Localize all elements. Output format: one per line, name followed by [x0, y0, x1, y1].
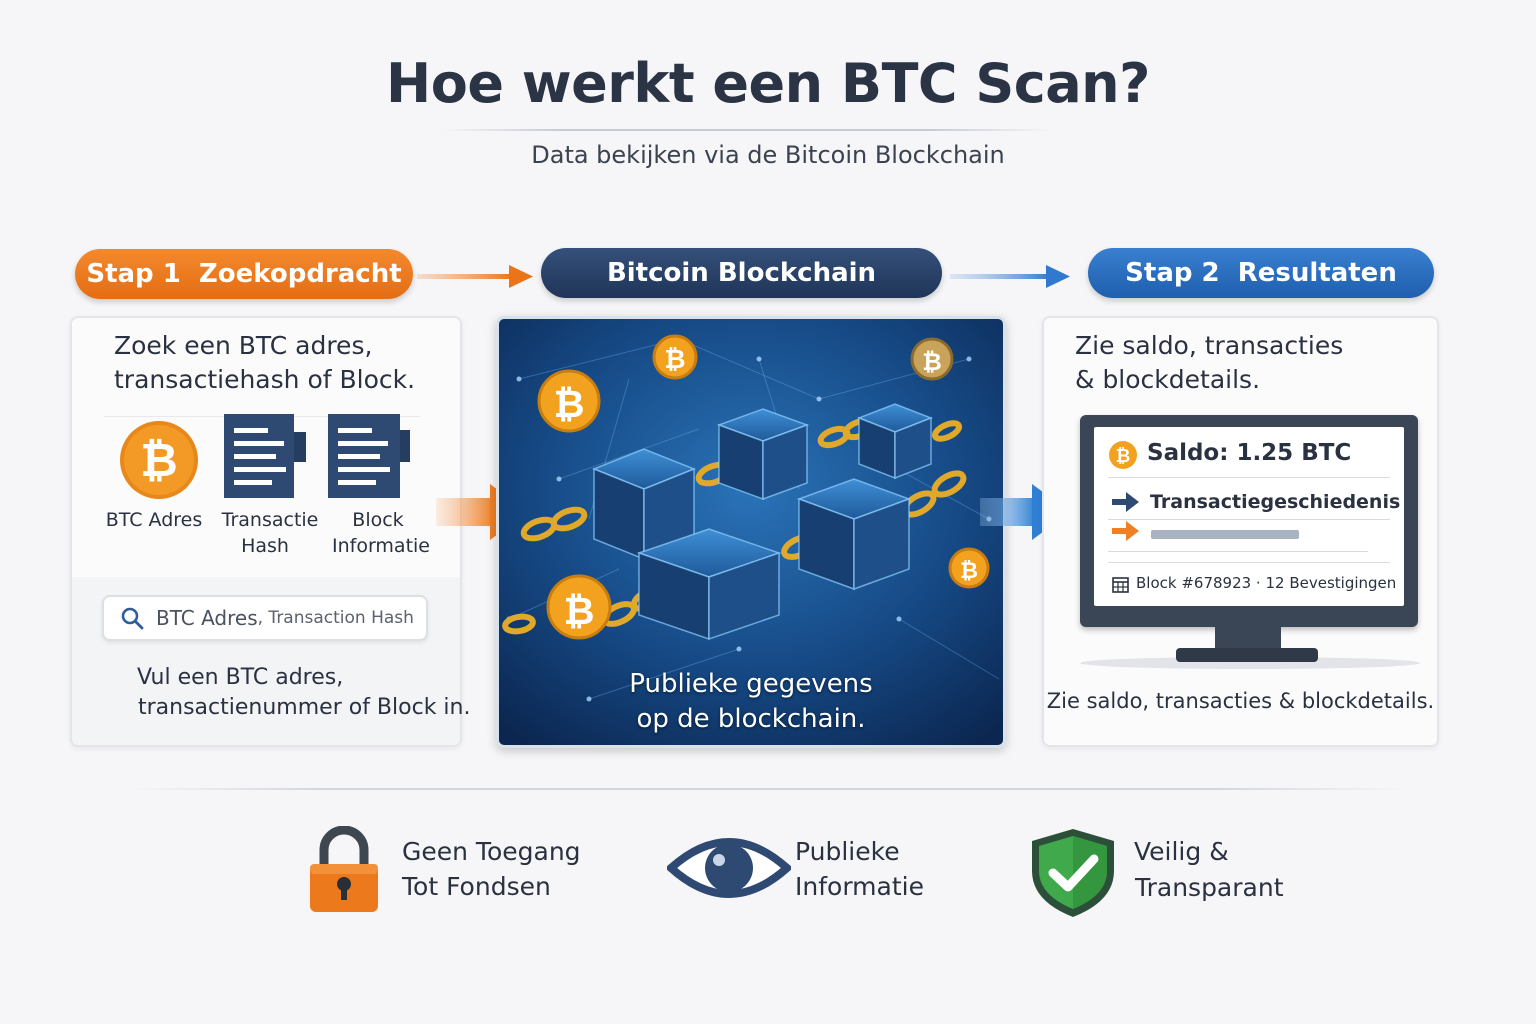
search-placeholder-main: BTC Adres	[156, 606, 258, 630]
arrow-right-icon	[417, 265, 533, 288]
search-note-line1: Vul een BTC adres,	[137, 665, 344, 690]
step1-pill: Stap 1 Zoekopdracht	[75, 249, 413, 299]
svg-text:₿: ₿	[960, 559, 978, 584]
results-intro-line2: & blockdetails.	[1075, 365, 1261, 394]
monitor-stand	[1215, 627, 1281, 651]
tx-hash-label-line1: Transactie	[221, 509, 319, 531]
page-title: Hoe werkt een BTC Scan?	[386, 52, 1150, 115]
shield-check-icon	[1032, 829, 1114, 917]
arrow-right-icon	[950, 265, 1070, 288]
btc-address-label: BTC Adres	[105, 509, 203, 531]
balance-text: Saldo: 1.25 BTC	[1147, 440, 1352, 466]
feature-public-line2: Informatie	[795, 872, 924, 901]
divider	[1108, 477, 1390, 478]
blockchain-illustration: ₿ ₿ ₿ ₿ ₿	[496, 316, 1006, 748]
caption-line2: op de blockchain.	[636, 704, 866, 734]
lock-icon	[310, 826, 378, 912]
feature-no-access-line1: Geen Toegang	[402, 837, 581, 866]
blockchain-caption: Publieke gegevens op de blockchain.	[496, 667, 1006, 737]
svg-text:₿: ₿	[140, 433, 178, 487]
transaction-history-link[interactable]: Transactiegeschiedenis	[1150, 491, 1401, 513]
feature-public-line1: Publieke	[795, 837, 900, 866]
step2-pill: Stap 2 Resultaten	[1088, 248, 1434, 298]
blockchain-pill: Bitcoin Blockchain	[541, 248, 942, 298]
tx-hash-label-line2: Hash	[241, 535, 289, 557]
svg-text:₿: ₿	[564, 589, 595, 633]
document-icon	[224, 414, 306, 498]
monitor-shadow	[1080, 657, 1420, 669]
eye-icon	[667, 838, 791, 898]
feature-no-access-line2: Tot Fondsen	[402, 872, 551, 901]
bitcoin-icon: ₿	[120, 421, 198, 499]
block-info-label-line1: Block	[352, 509, 404, 531]
svg-text:₿: ₿	[554, 382, 585, 426]
search-intro-line1: Zoek een BTC adres,	[114, 331, 373, 360]
feature-secure-line2: Transparant	[1135, 873, 1284, 902]
title-divider	[440, 129, 1050, 131]
results-footer: Zie saldo, transacties & blockdetails.	[1046, 689, 1435, 713]
caption-line1: Publieke gegevens	[629, 669, 873, 699]
block-info-label-line2: Informatie	[331, 535, 430, 557]
search-intro-line2: transactiehash of Block.	[114, 365, 416, 394]
arrow-right-icon	[1112, 521, 1139, 541]
svg-text:₿: ₿	[922, 348, 942, 376]
results-intro-line1: Zie saldo, transacties	[1075, 331, 1344, 360]
divider	[1108, 519, 1390, 520]
bitcoin-icon: ₿	[1109, 441, 1137, 469]
section-divider	[130, 788, 1406, 790]
search-placeholder-rest: , Transaction Hash	[257, 608, 414, 628]
svg-text:₿: ₿	[1116, 446, 1131, 467]
search-input[interactable]: BTC Adres, Transaction Hash	[102, 595, 428, 641]
monitor-base	[1176, 648, 1318, 662]
divider	[1108, 551, 1368, 552]
transaction-placeholder-bar	[1151, 530, 1299, 539]
feature-secure-line1: Veilig &	[1134, 837, 1229, 866]
page-subtitle: Data bekijken via de Bitcoin Blockchain	[531, 141, 1005, 169]
search-icon	[121, 607, 144, 630]
search-note-line2: transactienummer of Block in.	[138, 695, 471, 720]
arrow-right-icon	[1112, 492, 1139, 512]
document-icon	[328, 414, 410, 498]
monitor-screen	[1094, 427, 1404, 606]
calendar-icon	[1112, 577, 1129, 593]
divider	[1108, 562, 1390, 563]
block-details-text: Block #678923 · 12 Bevestigingen	[1136, 574, 1397, 592]
svg-text:₿: ₿	[664, 345, 685, 375]
